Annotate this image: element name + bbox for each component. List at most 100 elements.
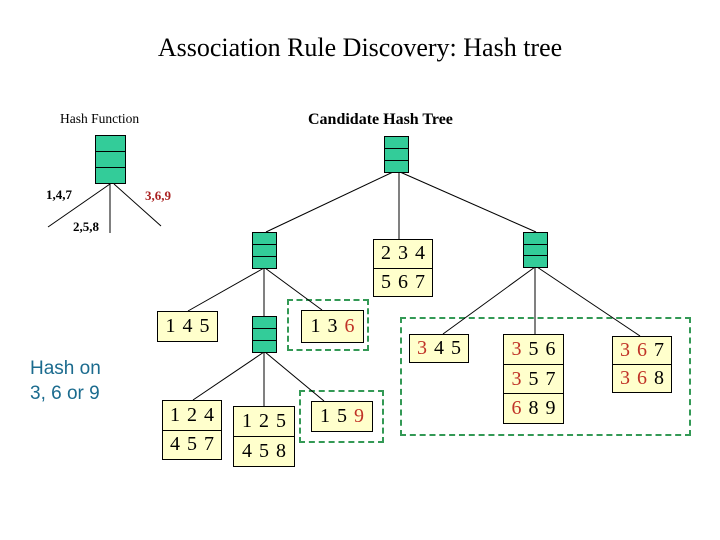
itemset-digit: 6 <box>398 270 408 293</box>
itemset-digit: 8 <box>528 397 539 420</box>
itemset-digit: 5 <box>276 410 286 432</box>
itemset-digit: 7 <box>654 339 664 361</box>
itemset-digit-red: 6 <box>637 339 647 361</box>
node-segment <box>96 167 125 183</box>
itemset-digit: 5 <box>528 367 539 390</box>
itemset-digit: 2 <box>187 403 197 426</box>
branch-label-369: 3,6,9 <box>145 188 171 203</box>
itemset-digit: 7 <box>545 367 556 390</box>
itemset-digit: 5 <box>337 405 347 427</box>
itemset-digit: 7 <box>415 270 425 293</box>
itemset-digit: 3 <box>327 315 338 337</box>
node-segment <box>253 328 276 340</box>
connector-line <box>113 183 162 227</box>
itemset-digit-red: 9 <box>354 405 364 427</box>
itemset-digit-red: 6 <box>637 367 647 389</box>
node-segment <box>253 317 276 328</box>
note-line-1: Hash on <box>30 358 101 379</box>
itemset-digit: 4 <box>415 242 425 265</box>
node-segment <box>385 160 408 172</box>
node-segment <box>96 136 125 151</box>
itemset-digit: 1 <box>320 405 330 427</box>
highlight-box-136 <box>287 299 369 351</box>
itemset-digit-red: 6 <box>344 315 355 337</box>
itemset-digit: 7 <box>204 433 214 456</box>
itemset-digit: 1 <box>170 403 180 426</box>
node-segment <box>96 151 125 167</box>
itemset-digit: 1 <box>242 410 252 432</box>
tree-internal-node-left <box>252 232 277 269</box>
itemset-digit: 5 <box>451 337 461 359</box>
itemset-digit: 5 <box>381 270 391 293</box>
connector-line <box>399 171 537 233</box>
node-segment <box>524 233 547 244</box>
node-segment <box>253 233 276 244</box>
itemset-digit: 8 <box>276 440 286 462</box>
connector-line <box>47 183 111 228</box>
connector-line <box>536 266 641 337</box>
branch-label-258: 2,5,8 <box>73 219 99 234</box>
connector-line <box>187 267 265 312</box>
node-segment <box>524 255 547 267</box>
node-segment <box>385 148 408 160</box>
branch-label-147: 1,4,7 <box>46 187 72 202</box>
itemset-digit: 3 <box>398 242 408 265</box>
highlight-box-159 <box>299 390 384 443</box>
itemset-digit-red: 3 <box>417 337 427 359</box>
candidate-hash-tree-label: Candidate Hash Tree <box>308 111 453 128</box>
note-line-2: 3, 6 or 9 <box>30 383 100 404</box>
slide-title: Association Rule Discovery: Hash tree <box>157 33 563 62</box>
itemset-digit: 4 <box>182 315 193 337</box>
connector-line <box>442 266 536 335</box>
tree-internal-node-right <box>523 232 548 268</box>
itemset-digit: 5 <box>259 440 269 462</box>
itemset-digit: 2 <box>259 410 269 432</box>
hash-on-note: Hash on 3, 6 or 9 <box>30 356 101 406</box>
tree-root-node <box>384 136 409 173</box>
itemset-digit: 1 <box>165 315 176 337</box>
highlight-box-right-subtree <box>400 317 691 436</box>
node-segment <box>253 256 276 268</box>
itemset-digit: 9 <box>545 397 556 420</box>
node-segment <box>253 340 276 352</box>
connector-line <box>265 171 394 233</box>
connector-line <box>264 351 325 402</box>
itemset-digit: 4 <box>434 337 444 359</box>
itemset-digit: 1 <box>310 315 321 337</box>
itemset-digit: 4 <box>170 433 180 456</box>
itemset-digit: 8 <box>654 367 664 389</box>
itemset-digit-red: 6 <box>511 397 522 420</box>
hash-function-label: Hash Function <box>60 111 140 126</box>
node-segment <box>385 137 408 148</box>
itemset-digit: 5 <box>528 337 539 360</box>
itemset-digit: 2 <box>381 242 391 265</box>
itemset-digit-red: 3 <box>511 337 522 360</box>
itemset-digit-red: 3 <box>620 367 630 389</box>
itemset-digit: 5 <box>199 315 210 337</box>
itemset-digit: 6 <box>545 337 556 360</box>
itemset-digit-red: 3 <box>620 339 630 361</box>
